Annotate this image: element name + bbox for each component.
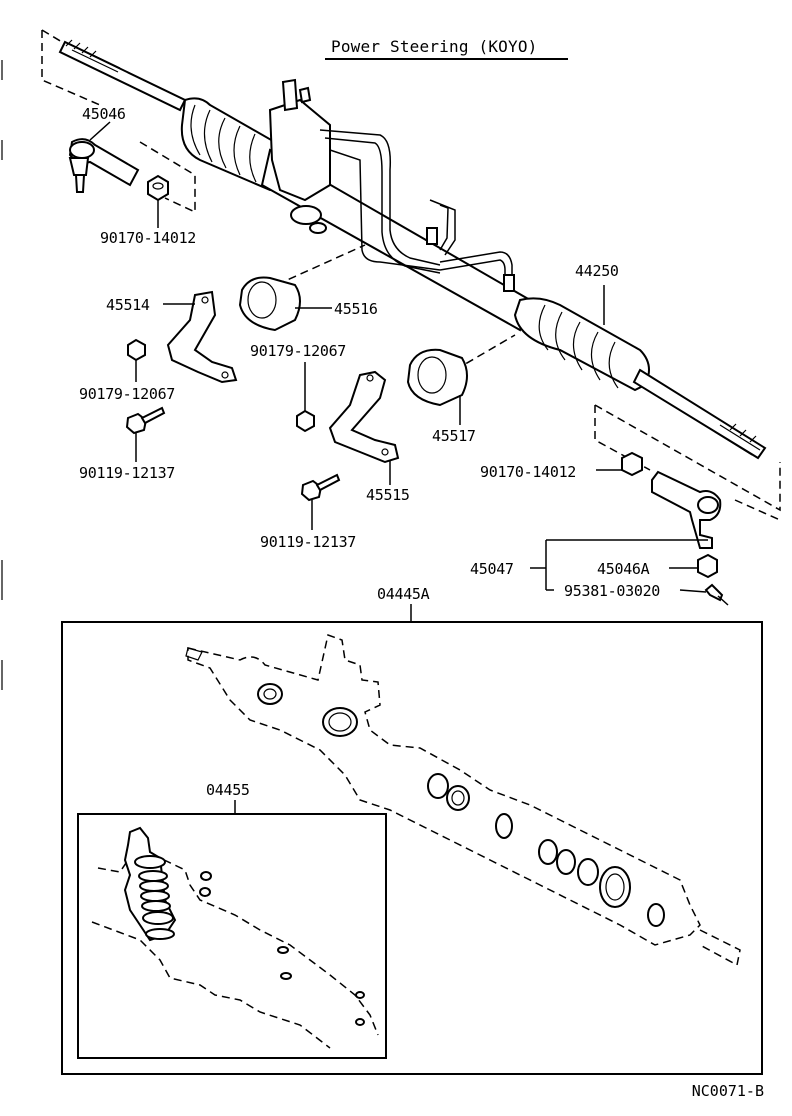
label-90179-12067-left: 90179-12067 [79,385,176,403]
bolt-90119-left [125,406,166,435]
diagram-title: Power Steering (KOYO) [331,37,538,56]
bolt-90119-mid [300,473,341,502]
label-90119-12137-mid: 90119-12137 [260,533,357,551]
label-45047: 45047 [470,560,514,578]
kit-04445A-box [61,621,763,1075]
nut-left [147,174,169,202]
title-underline [325,58,568,60]
label-45517: 45517 [432,427,476,445]
dashed-guides [41,29,781,521]
label-45516: 45516 [334,300,378,318]
label-45046: 45046 [82,105,126,123]
steering-rack-assembly [58,39,767,460]
kit-04455-box [77,813,387,1059]
label-90170-14012-left: 90170-14012 [100,229,197,247]
castle-nut-right [697,553,718,579]
nut-90179-mid [296,409,315,433]
label-04455: 04455 [206,781,250,799]
grommet-45517 [406,348,468,407]
tie-rod-end-left [68,138,140,193]
bracket-45515 [328,370,400,464]
label-90170-14012-right: 90170-14012 [480,463,577,481]
label-95381-03020: 95381-03020 [564,582,661,600]
housing-outline-04445A [185,634,741,967]
label-45514: 45514 [106,296,150,314]
grommet-45516 [238,276,301,332]
tie-rod-end-right [651,470,722,549]
label-90179-12067-mid: 90179-12067 [250,342,347,360]
label-44250: 44250 [575,262,619,280]
nut-right [621,451,643,477]
label-90119-12137-left: 90119-12137 [79,464,176,482]
label-04445A: 04445A [377,585,430,603]
housing-outline-04455 [91,826,379,1049]
bracket-45514 [166,290,238,384]
nut-90179-left [127,338,146,362]
label-45046A: 45046A [597,560,650,578]
label-45515: 45515 [366,486,410,504]
figure-code: NC0071-B [691,1082,764,1100]
leader-lines [89,121,708,814]
cotter-pin-right [704,583,729,606]
